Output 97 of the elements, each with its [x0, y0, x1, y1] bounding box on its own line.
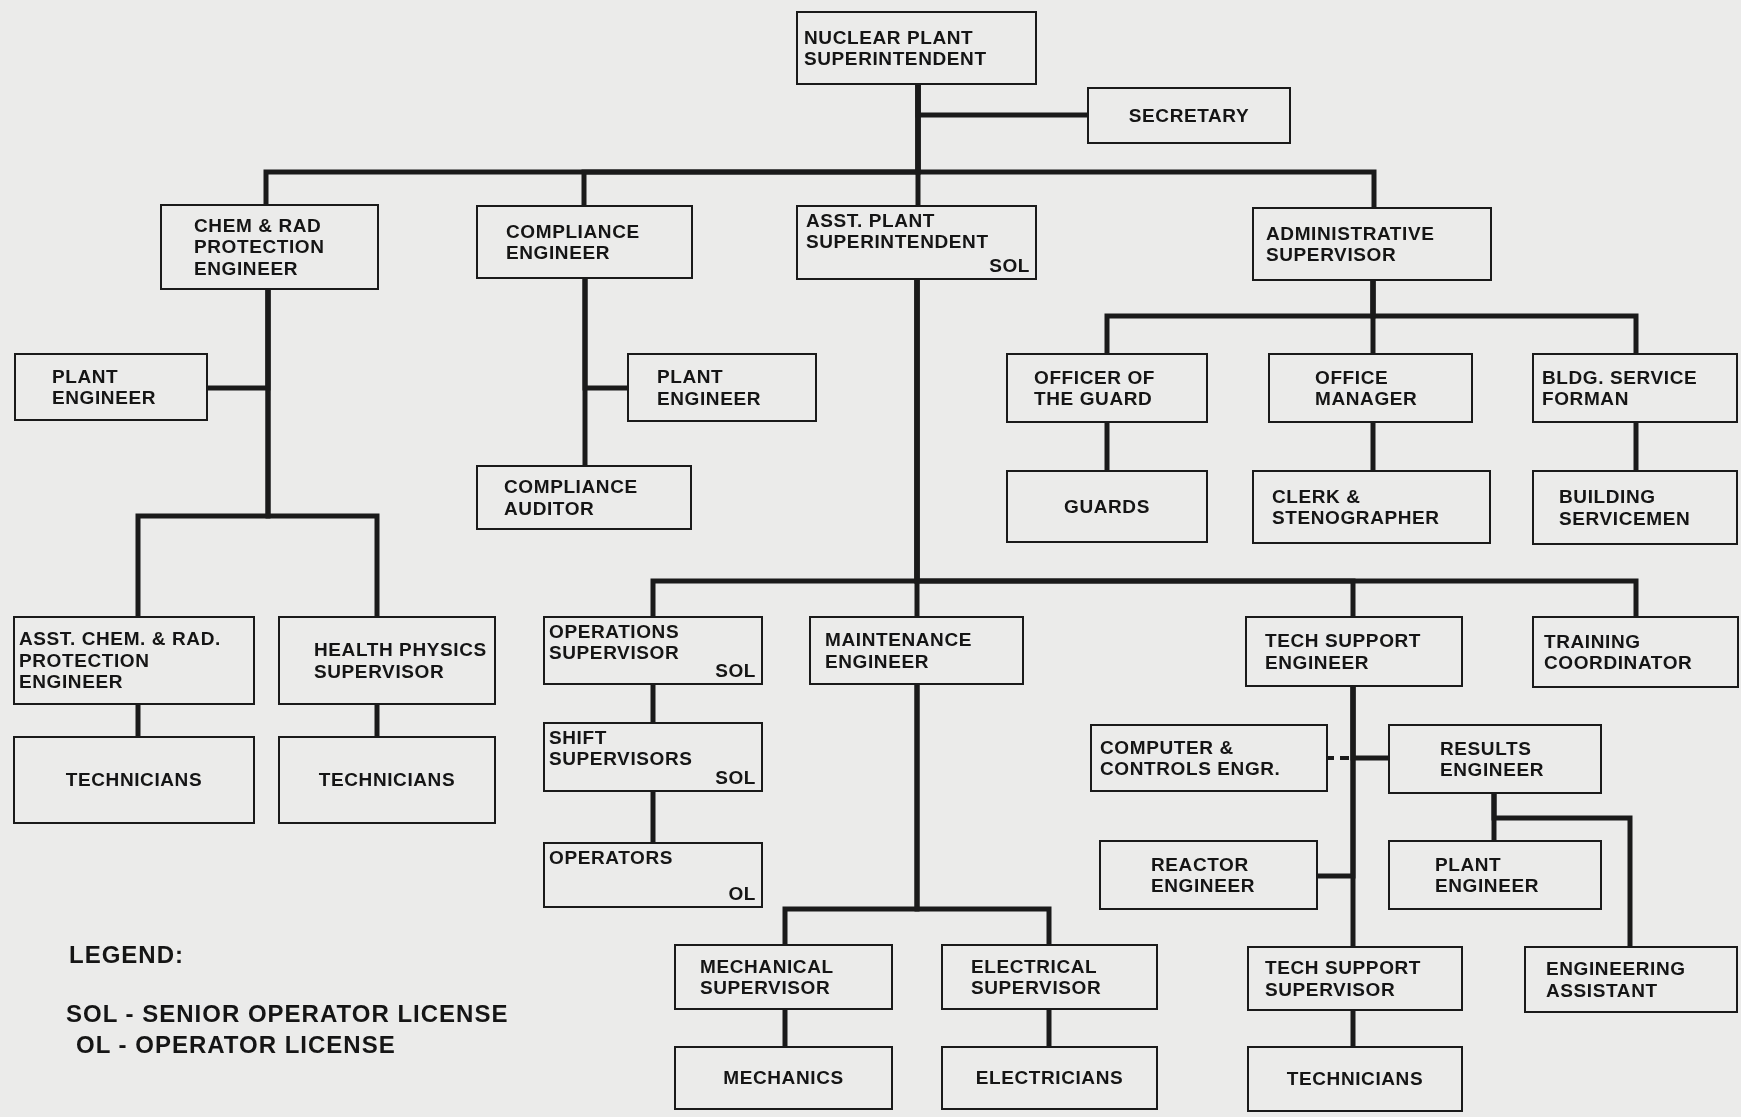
position-box	[13, 736, 255, 824]
connector-line	[265, 290, 380, 616]
position-title: MECHANICAL SUPERVISOR	[700, 955, 835, 999]
position-title: ADMINISTRATIVE SUPERVISOR	[1266, 222, 1436, 266]
position-box	[941, 1046, 1158, 1110]
position-box	[674, 944, 893, 1010]
position-title: TECHNICIANS	[318, 769, 456, 791]
position-title: COMPUTER & CONTROLS ENGR.	[1100, 736, 1282, 780]
position-box	[1532, 353, 1738, 423]
position-title: COMPLIANCE ENGINEER	[506, 220, 641, 264]
position-box	[1245, 616, 1463, 687]
connector-line	[650, 792, 656, 842]
connector-line	[1104, 423, 1110, 470]
connector-line	[1350, 1011, 1356, 1046]
position-title: SHIFT SUPERVISORS	[549, 727, 694, 770]
position-box	[278, 736, 496, 824]
legend-heading: LEGEND:	[69, 941, 184, 969]
position-box	[809, 616, 1024, 685]
position-title: TECH SUPPORT SUPERVISOR	[1265, 957, 1423, 1000]
position-title: MAINTENANCE ENGINEER	[825, 629, 973, 672]
position-title: OPERATORS	[549, 847, 673, 869]
position-title: NUCLEAR PLANT SUPERINTENDENT	[804, 26, 988, 70]
position-box	[1252, 207, 1492, 281]
position-title: ASST. CHEM. & RAD. PROTECTION ENGINEER	[19, 628, 222, 693]
position-title: MECHANICS	[723, 1067, 844, 1089]
connector-line	[135, 705, 141, 736]
position-title: ELECTRICIANS	[975, 1067, 1124, 1089]
position-title: TECH SUPPORT ENGINEER	[1265, 630, 1423, 673]
position-box	[1099, 840, 1318, 910]
position-box	[543, 616, 763, 685]
position-box	[476, 465, 692, 530]
position-title: TRAINING COORDINATOR	[1544, 630, 1694, 674]
position-title: ELECTRICAL SUPERVISOR	[971, 955, 1103, 999]
position-title: SECRETARY	[1128, 104, 1250, 127]
legend-entry: SOL - SENIOR OPERATOR LICENSE	[66, 1000, 509, 1028]
position-box	[160, 204, 379, 290]
connector-line	[582, 279, 588, 465]
connector-line	[1350, 687, 1356, 946]
position-box	[941, 944, 1158, 1010]
position-box	[1247, 946, 1463, 1011]
position-title: OPERATIONS SUPERVISOR	[549, 621, 681, 664]
position-title: REACTOR ENGINEER	[1151, 853, 1257, 897]
position-title: BLDG. SERVICE FORMAN	[1542, 366, 1699, 410]
position-title: TECHNICIANS	[1286, 1068, 1424, 1090]
position-box	[1524, 946, 1738, 1013]
position-title: HEALTH PHYSICS SUPERVISOR	[314, 639, 488, 682]
position-box	[278, 616, 496, 705]
position-box	[1090, 724, 1328, 792]
position-title: CLERK & STENOGRAPHER	[1272, 485, 1441, 529]
license-code: SOL	[989, 255, 1030, 277]
connector-line	[374, 705, 380, 736]
position-box	[1388, 724, 1602, 794]
position-box	[1532, 470, 1738, 545]
position-title: BUILDING SERVICEMEN	[1559, 486, 1692, 529]
position-box	[796, 11, 1037, 85]
position-box	[543, 842, 763, 908]
position-box	[1268, 353, 1473, 423]
position-title: CHEM & RAD PROTECTION ENGINEER	[194, 214, 326, 280]
position-title: OFFICE MANAGER	[1315, 366, 1419, 410]
connector-line	[650, 685, 656, 722]
position-title: PLANT ENGINEER	[52, 365, 158, 409]
position-box	[1532, 616, 1739, 688]
legend-entry: OL - OPERATOR LICENSE	[76, 1031, 396, 1059]
connector-line	[915, 85, 1377, 207]
position-title: PLANT ENGINEER	[1435, 853, 1541, 897]
connector-line	[1491, 794, 1633, 946]
position-box	[1388, 840, 1602, 910]
connector-line	[1633, 423, 1639, 470]
position-box	[796, 205, 1037, 280]
position-box	[1252, 470, 1491, 544]
position-box	[627, 353, 817, 422]
license-code: SOL	[715, 767, 756, 789]
license-code: OL	[728, 883, 756, 905]
position-title: PLANT ENGINEER	[657, 366, 763, 409]
connector-line	[1046, 1010, 1052, 1046]
position-box	[1006, 353, 1208, 423]
connector-line	[1370, 281, 1639, 353]
connector-line	[914, 280, 1639, 616]
position-title: TECHNICIANS	[65, 769, 203, 791]
position-box	[13, 616, 255, 705]
position-box	[476, 205, 693, 279]
position-title: COMPLIANCE AUDITOR	[504, 476, 639, 519]
position-box	[674, 1046, 893, 1110]
position-title: RESULTS ENGINEER	[1440, 737, 1546, 781]
connector-line	[914, 685, 1052, 944]
connector-line	[1370, 423, 1376, 470]
position-box	[1006, 470, 1208, 543]
position-title: OFFICER OF THE GUARD	[1034, 366, 1157, 410]
position-title: ASST. PLANT SUPERINTENDENT	[806, 210, 990, 253]
position-box	[543, 722, 763, 792]
position-box	[14, 353, 208, 421]
position-title: GUARDS	[1064, 495, 1150, 518]
position-title: ENGINEERING ASSISTANT	[1546, 958, 1687, 1001]
connector-line	[782, 1010, 788, 1046]
position-box	[1087, 87, 1291, 144]
position-box	[1247, 1046, 1463, 1112]
license-code: SOL	[715, 660, 756, 682]
